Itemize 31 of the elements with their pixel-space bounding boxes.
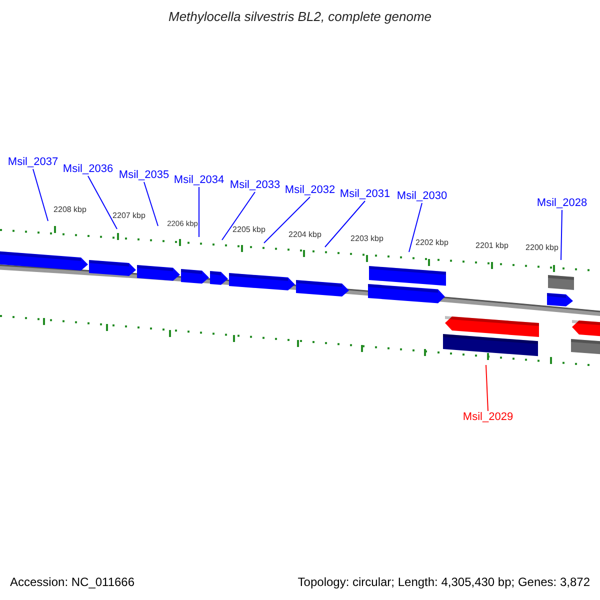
scale-label: 2208 kbp: [54, 205, 86, 214]
gene-label: Msil_2030: [396, 190, 448, 203]
gene-label: Msil_2035: [118, 169, 170, 182]
scale-label: 2205 kbp: [232, 225, 266, 234]
scale-label: 2201 kbp: [476, 241, 508, 250]
gene-label: Msil_2036: [62, 163, 114, 176]
leader-line: [88, 176, 118, 230]
gene-label: Msil_2037: [8, 156, 58, 169]
gene-label: Msil_2031: [340, 188, 390, 201]
scale-label: 2204 kbp: [288, 230, 322, 239]
leader-line: [324, 200, 366, 248]
leader-line: [222, 192, 256, 240]
leader-line: [264, 196, 310, 244]
gene-label: Msil_2032: [284, 184, 336, 197]
footer-text: Topology: circular; Length: 4,305,430 bp; Genes: 3,872: [298, 575, 590, 589]
gene-label: Msil_2033: [230, 179, 280, 192]
leader-line: [144, 182, 158, 226]
gene-label: Msil_2034: [174, 174, 224, 187]
footer-text: Accession: NC_011666: [10, 575, 135, 589]
gene-label: Msil_2028: [536, 197, 588, 210]
leader-line: [32, 168, 48, 222]
leader-line: [408, 202, 422, 252]
scale-label: 2200 kbp: [526, 243, 558, 252]
leader-line: [486, 364, 488, 412]
scale-label: 2202 kbp: [416, 238, 448, 247]
gene-label: Msil_2029: [462, 411, 514, 424]
leader-line: [560, 210, 562, 260]
leader-line: [198, 186, 200, 238]
scale-label: 2203 kbp: [350, 234, 384, 243]
scale-label: 2207 kbp: [112, 211, 146, 220]
title: Methylocella silvestris BL2, complete genome: [168, 9, 432, 24]
